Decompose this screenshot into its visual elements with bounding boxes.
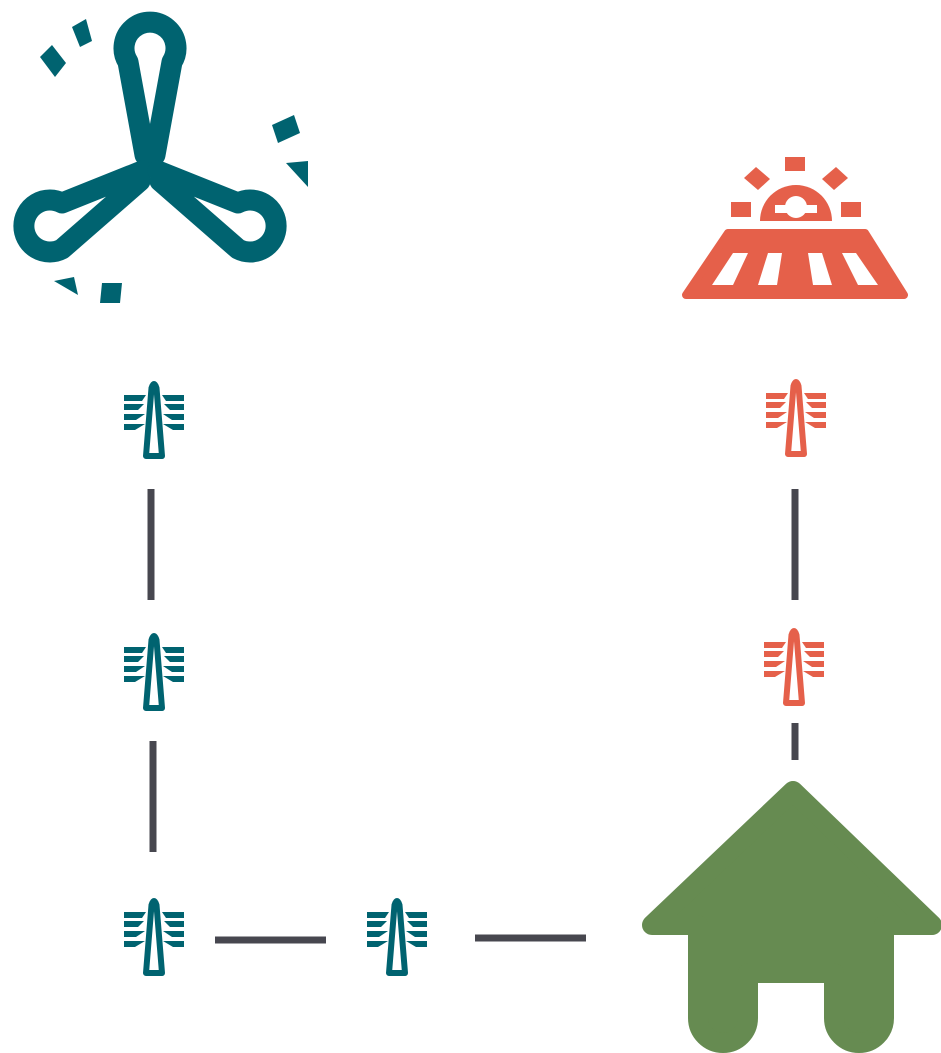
transmission-tower-icon — [766, 382, 826, 454]
wires — [147, 489, 799, 944]
transmission-tower-icon — [367, 901, 427, 973]
transmission-tower-icon — [124, 901, 184, 973]
solar-panel-icon — [682, 157, 908, 299]
house-icon — [642, 781, 941, 1053]
transmission-tower-icon — [764, 631, 824, 703]
wind-turbine-icon — [13, 11, 308, 303]
transmission-tower-icon — [124, 384, 184, 456]
transmission-tower-icon — [124, 636, 184, 708]
